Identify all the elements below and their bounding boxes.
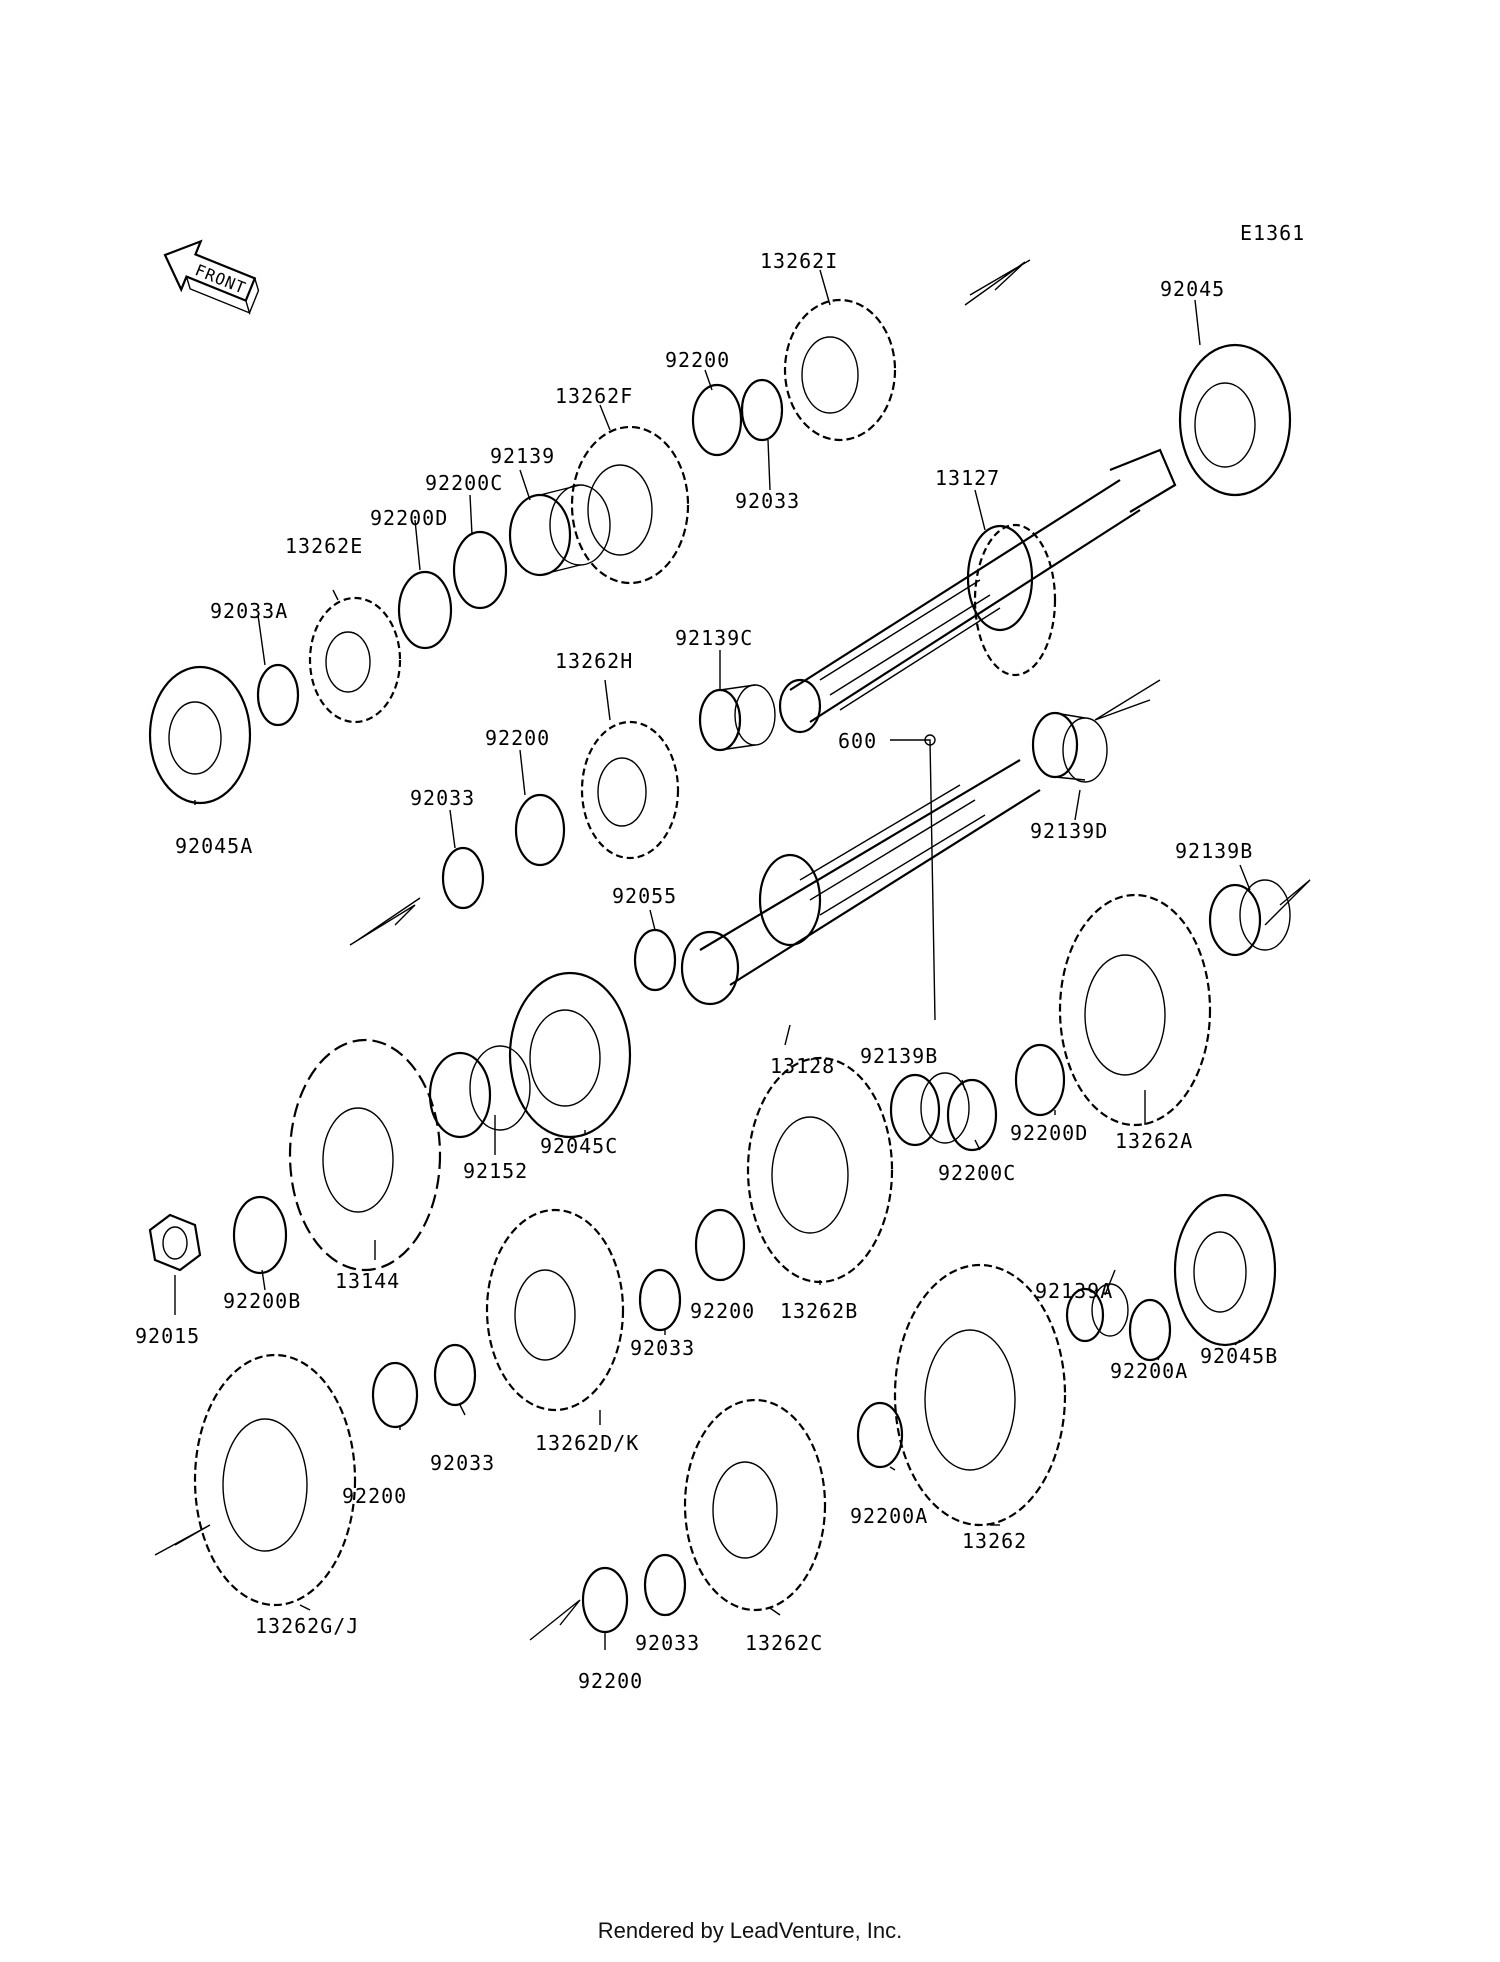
bearing-icon <box>1178 343 1292 497</box>
part-label-92200[interactable]: 92200 <box>690 1299 755 1323</box>
bearing-icon <box>508 971 632 1139</box>
bearing-icon <box>148 665 252 805</box>
part-label-92200[interactable]: 92200 <box>342 1484 407 1508</box>
part-label-13262[interactable]: 13262 <box>962 1529 1027 1553</box>
washer-icon <box>452 530 508 610</box>
washer-icon <box>691 383 743 457</box>
front-arrow-label: FRONT <box>192 260 248 298</box>
part-label-92045[interactable]: 92045 <box>1160 277 1225 301</box>
diagram-id: E1361 <box>1240 221 1305 245</box>
gear-icon <box>746 1056 894 1284</box>
part-label-13127[interactable]: 13127 <box>935 466 1000 490</box>
washer-icon <box>946 1078 998 1152</box>
part-label-92045A[interactable]: 92045A <box>175 834 253 858</box>
gear-icon <box>783 298 897 442</box>
washer-icon <box>397 570 453 650</box>
bushing-icon <box>698 684 776 752</box>
washer-icon <box>694 1208 746 1282</box>
part-label-92139B[interactable]: 92139B <box>1175 839 1253 863</box>
gear-icon <box>893 1263 1067 1527</box>
part-label-92200A[interactable]: 92200A <box>850 1504 928 1528</box>
collar-icon <box>428 1045 531 1139</box>
part-label-92045C[interactable]: 92045C <box>540 1134 618 1158</box>
gear-icon <box>193 1353 357 1607</box>
part-label-13262C[interactable]: 13262C <box>745 1631 823 1655</box>
part-label-92139[interactable]: 92139 <box>490 444 555 468</box>
part-label-92200D[interactable]: 92200D <box>370 506 448 530</box>
part-label-13262E[interactable]: 13262E <box>285 534 363 558</box>
circlip-icon <box>740 378 784 442</box>
gear-icon <box>973 523 1057 677</box>
part-label-92200C[interactable]: 92200C <box>425 471 503 495</box>
washer-icon <box>1128 1298 1172 1362</box>
mainshaft <box>680 759 1041 1006</box>
gear-icon <box>1058 893 1212 1127</box>
part-label-92139D[interactable]: 92139D <box>1030 819 1108 843</box>
part-label-13262I[interactable]: 13262I <box>760 249 838 273</box>
gear-icon <box>683 1398 827 1612</box>
part-label-92055[interactable]: 92055 <box>612 884 677 908</box>
part-label-92033[interactable]: 92033 <box>635 1631 700 1655</box>
part-label-92139A[interactable]: 92139A <box>1035 1279 1113 1303</box>
gear-icon <box>580 720 680 860</box>
washer-icon <box>514 793 566 867</box>
part-label-92200A[interactable]: 92200A <box>1110 1359 1188 1383</box>
part-label-13128[interactable]: 13128 <box>770 1054 835 1078</box>
bearing-icon <box>1173 1193 1277 1347</box>
part-label-92033[interactable]: 92033 <box>735 489 800 513</box>
washer-icon <box>1014 1043 1066 1117</box>
part-label-92139C[interactable]: 92139C <box>675 626 753 650</box>
part-label-13262GJ[interactable]: 13262G/J <box>255 1614 359 1638</box>
part-label-13262H[interactable]: 13262H <box>555 649 633 673</box>
part-label-92200[interactable]: 92200 <box>485 726 550 750</box>
part-label-13262DK[interactable]: 13262D/K <box>535 1431 639 1455</box>
circlip-icon <box>638 1268 682 1332</box>
gear-icon <box>570 425 690 585</box>
gear-icon <box>308 596 402 724</box>
part-label-92200C[interactable]: 92200C <box>938 1161 1016 1185</box>
part-label-92015[interactable]: 92015 <box>135 1324 200 1348</box>
part-label-13262F[interactable]: 13262F <box>555 384 633 408</box>
circlip-icon <box>643 1553 687 1617</box>
needle-bearing-icon <box>508 484 611 577</box>
front-arrow-icon: FRONT <box>163 239 260 315</box>
bushing-icon <box>1031 711 1108 783</box>
o-ring-icon <box>633 928 677 992</box>
sprocket-icon <box>288 1038 442 1272</box>
part-label-92200B[interactable]: 92200B <box>223 1289 301 1313</box>
part-label-13262B[interactable]: 13262B <box>780 1299 858 1323</box>
part-label-92152[interactable]: 92152 <box>463 1159 528 1183</box>
needle-bearing-icon <box>1208 879 1291 957</box>
circlip-icon <box>256 663 300 727</box>
part-label-600[interactable]: 600 <box>838 729 877 753</box>
gear-icon <box>485 1208 625 1412</box>
part-label-92033A[interactable]: 92033A <box>210 599 288 623</box>
part-label-13144[interactable]: 13144 <box>335 1269 400 1293</box>
part-label-13262A[interactable]: 13262A <box>1115 1129 1193 1153</box>
circlip-icon <box>441 846 485 910</box>
part-label-92033[interactable]: 92033 <box>410 786 475 810</box>
part-label-92200[interactable]: 92200 <box>578 1669 643 1693</box>
washer-icon <box>856 1401 904 1469</box>
washer-icon <box>232 1195 288 1275</box>
part-label-92200[interactable]: 92200 <box>665 348 730 372</box>
nut-icon <box>148 1213 202 1272</box>
part-label-92200D[interactable]: 92200D <box>1010 1121 1088 1145</box>
footer-credit: Rendered by LeadVenture, Inc. <box>597 1918 903 1943</box>
countershaft <box>778 448 1177 734</box>
needle-bearing-icon <box>889 1072 970 1147</box>
washer-icon <box>581 1566 629 1634</box>
circlip-icon <box>433 1343 477 1407</box>
part-label-92139B[interactable]: 92139B <box>860 1044 938 1068</box>
part-label-92045B[interactable]: 92045B <box>1200 1344 1278 1368</box>
part-label-92033[interactable]: 92033 <box>630 1336 695 1360</box>
part-label-92033[interactable]: 92033 <box>430 1451 495 1475</box>
washer-icon <box>371 1361 419 1429</box>
